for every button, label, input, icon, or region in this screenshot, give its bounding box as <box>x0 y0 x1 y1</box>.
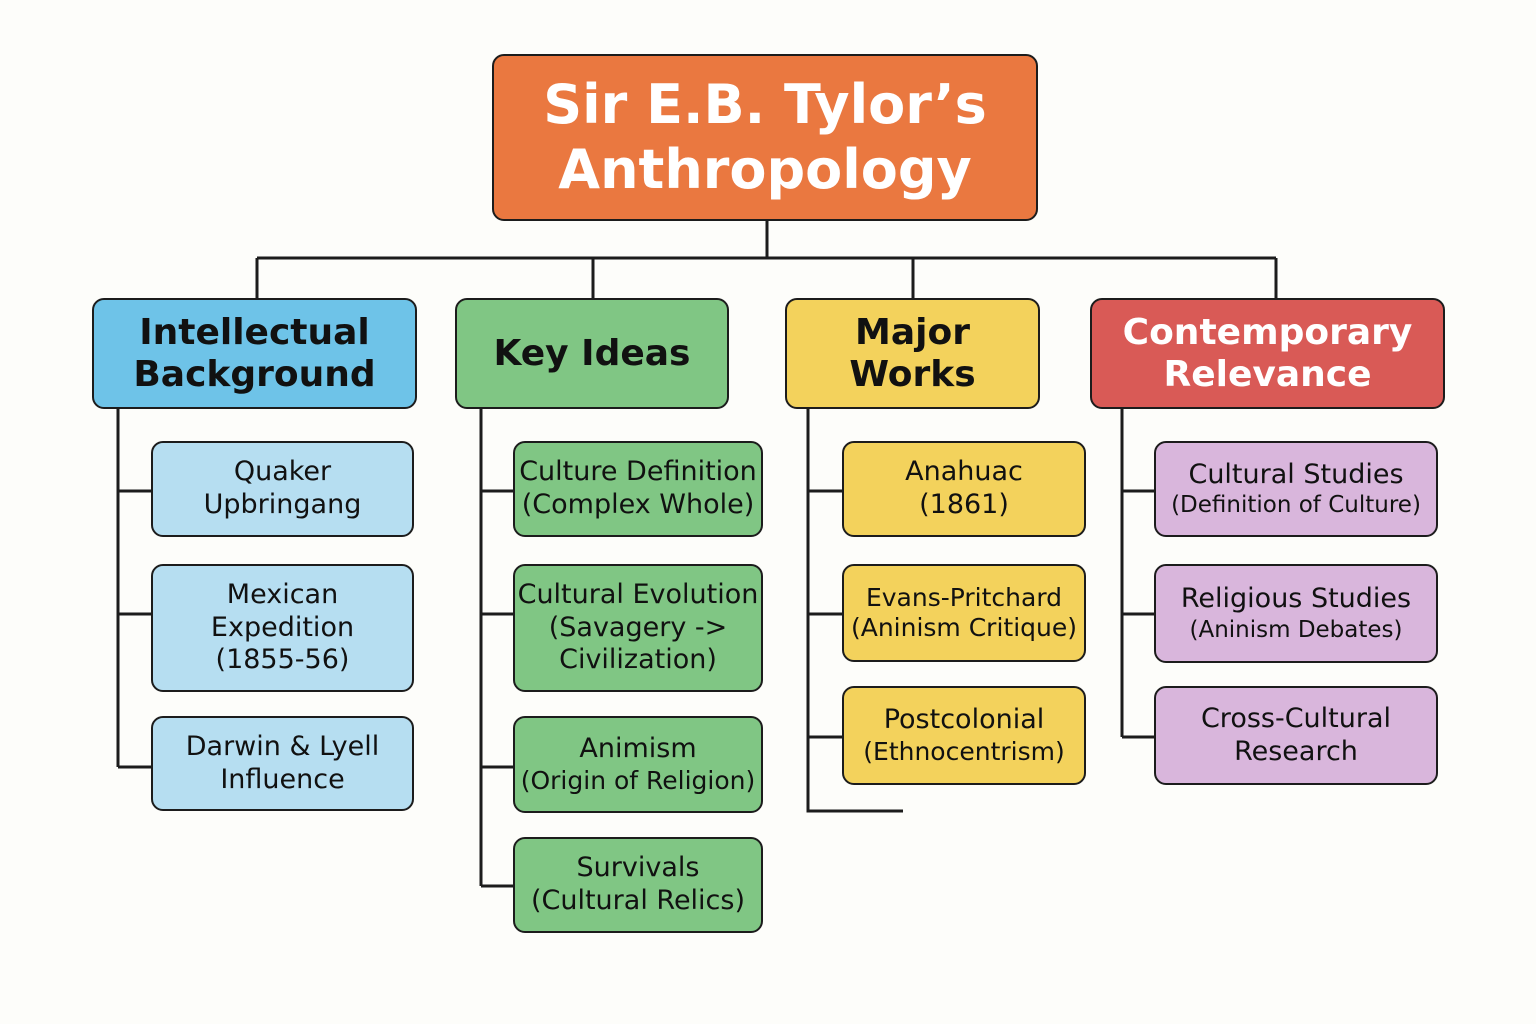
header-text: Major <box>855 312 970 354</box>
node-religious-studies: Religious Studies (Aninism Debates) <box>1154 564 1438 663</box>
node-text: Religious Studies <box>1180 583 1412 614</box>
header-text: Intellectual <box>139 312 370 354</box>
header-text: Works <box>849 353 976 395</box>
root-title-node: Sir E.B. Tylor’s Anthropology <box>492 54 1038 221</box>
node-text: (Ethnocentrism) <box>863 736 1065 766</box>
header-key-ideas: Key Ideas <box>455 298 729 409</box>
node-quaker-upbringing: Quaker Upbringang <box>151 441 414 537</box>
node-text: Influence <box>220 763 345 795</box>
node-postcolonial: Postcolonial (Ethnocentrism) <box>842 686 1086 785</box>
header-text: Background <box>133 353 376 395</box>
node-text: (1861) <box>919 489 1009 520</box>
header-text: Relevance <box>1163 353 1372 395</box>
node-text: (Origin of Religion) <box>520 765 756 795</box>
node-text: Postcolonial <box>883 703 1045 735</box>
node-text: Survivals <box>576 852 700 884</box>
node-survivals: Survivals (Cultural Relics) <box>513 837 763 933</box>
node-cultural-evolution: Cultural Evolution (Savagery -> Civiliza… <box>513 564 763 692</box>
node-mexican-expedition: Mexican Expedition (1855-56) <box>151 564 414 692</box>
node-text: Upbringang <box>203 489 362 520</box>
header-text: Contemporary <box>1122 312 1413 354</box>
title-line: Anthropology <box>558 137 972 201</box>
node-text: (Definition of Culture) <box>1171 492 1421 519</box>
node-animism: Animism (Origin of Religion) <box>513 716 763 813</box>
node-text: Anahuac <box>905 456 1023 488</box>
node-text: (Cultural Relics) <box>530 885 746 916</box>
node-text: Cultural Evolution <box>517 578 759 610</box>
node-culture-definition: Culture Definition (Complex Whole) <box>513 441 763 537</box>
node-text: Cross-Cultural <box>1200 702 1392 734</box>
node-text: (Aninism Debates) <box>1189 616 1403 643</box>
node-cross-cultural-research: Cross-Cultural Research <box>1154 686 1438 785</box>
node-text: (1855-56) <box>215 644 350 676</box>
node-text: Animism <box>579 732 697 764</box>
header-text: Key Ideas <box>493 332 691 374</box>
header-contemporary-relevance: Contemporary Relevance <box>1090 298 1445 409</box>
node-anahuac: Anahuac (1861) <box>842 441 1086 537</box>
node-text: Civilization) <box>559 644 717 676</box>
node-text: Mexican <box>226 578 339 610</box>
node-darwin-lyell: Darwin & Lyell Influence <box>151 716 414 811</box>
header-major-works: Major Works <box>785 298 1040 409</box>
node-text: Darwin & Lyell <box>185 730 380 762</box>
node-text: Research <box>1234 735 1358 767</box>
header-intellectual-background: Intellectual Background <box>92 298 417 409</box>
node-text: Culture Definition <box>519 456 757 488</box>
node-text: Cultural Studies <box>1188 458 1404 490</box>
node-text: Expedition <box>210 611 355 643</box>
node-cultural-studies: Cultural Studies (Definition of Culture) <box>1154 441 1438 537</box>
node-text: (Aninism Critique) <box>850 613 1078 642</box>
node-text: Quaker <box>233 456 332 488</box>
node-text: (Savagery -> <box>548 611 728 643</box>
node-text: Evans-Pritchard <box>865 582 1063 612</box>
node-text: (Complex Whole) <box>521 489 755 520</box>
node-evans-pritchard: Evans-Pritchard (Aninism Critique) <box>842 564 1086 662</box>
title-line: Sir E.B. Tylor’s <box>543 72 987 136</box>
